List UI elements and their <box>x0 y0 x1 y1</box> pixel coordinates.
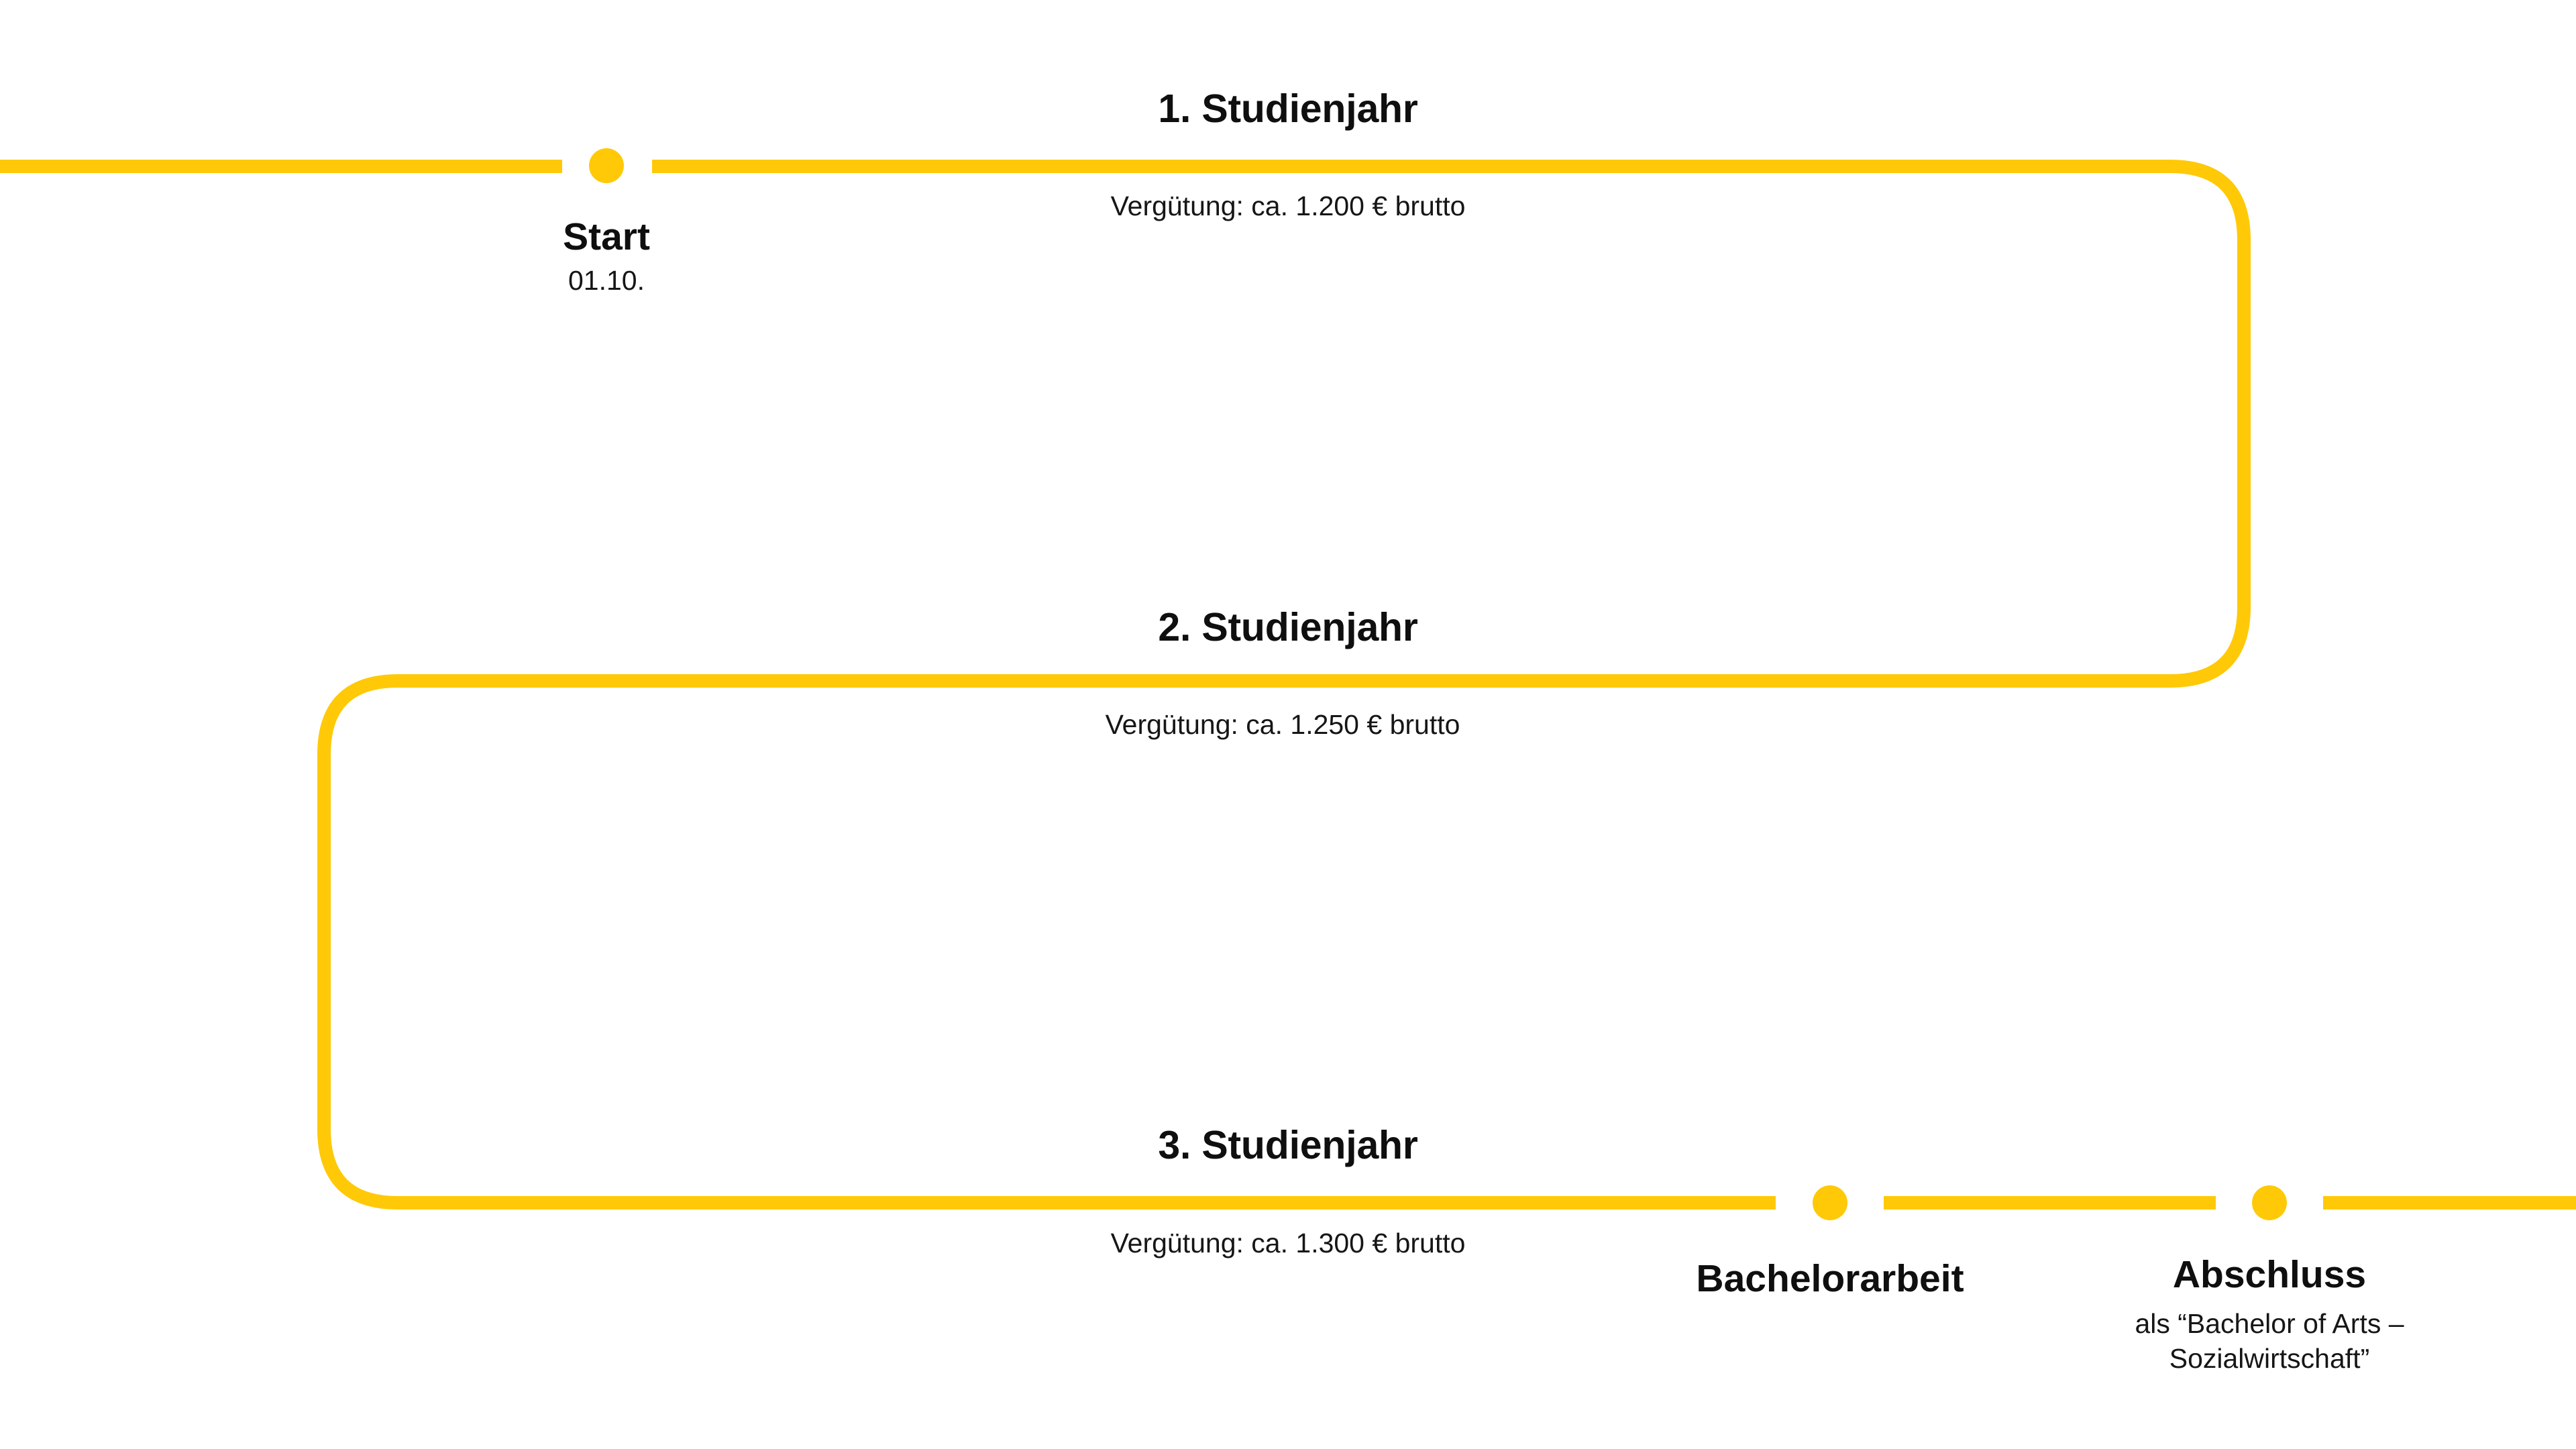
track-segment-row1-right <box>317 160 2251 1210</box>
year-3-title: 3. Studienjahr <box>1158 1123 1418 1167</box>
year-1-pay: Vergütung: ca. 1.200 € brutto <box>1110 191 1466 221</box>
milestone-abschluss-title: Abschluss <box>2172 1253 2367 1296</box>
section-heading-year-2: 2. Studienjahr <box>1158 605 1418 649</box>
milestone-label-abschluss: Abschluss als “Bachelor of Arts – Sozial… <box>2125 1256 2414 1377</box>
section-pay-year-1: Vergütung: ca. 1.200 € brutto <box>1111 193 1466 220</box>
year-3-pay: Vergütung: ca. 1.300 € brutto <box>1110 1228 1466 1258</box>
milestone-dot-bachelorarbeit[interactable] <box>1813 1185 1847 1220</box>
year-2-title: 2. Studienjahr <box>1158 605 1418 649</box>
milestone-label-start: Start 01.10. <box>563 218 650 294</box>
milestone-dot-start[interactable] <box>589 148 624 183</box>
section-heading-year-3: 3. Studienjahr <box>1158 1123 1418 1167</box>
milestone-start-subtitle: 01.10. <box>568 265 645 296</box>
section-heading-year-1: 1. Studienjahr <box>1158 87 1418 131</box>
milestone-label-bachelorarbeit: Bachelorarbeit <box>1696 1260 1964 1298</box>
milestone-bachelorarbeit-title: Bachelorarbeit <box>1696 1257 1964 1300</box>
milestone-dot-abschluss[interactable] <box>2252 1185 2287 1220</box>
section-pay-year-2: Vergütung: ca. 1.250 € brutto <box>1106 711 1460 739</box>
milestone-start-title: Start <box>563 215 650 258</box>
milestone-abschluss-subtitle: als “Bachelor of Arts – Sozialwirtschaft… <box>2135 1308 2404 1375</box>
year-2-pay: Vergütung: ca. 1.250 € brutto <box>1105 709 1460 740</box>
section-pay-year-3: Vergütung: ca. 1.300 € brutto <box>1111 1230 1466 1257</box>
year-1-title: 1. Studienjahr <box>1158 87 1418 131</box>
